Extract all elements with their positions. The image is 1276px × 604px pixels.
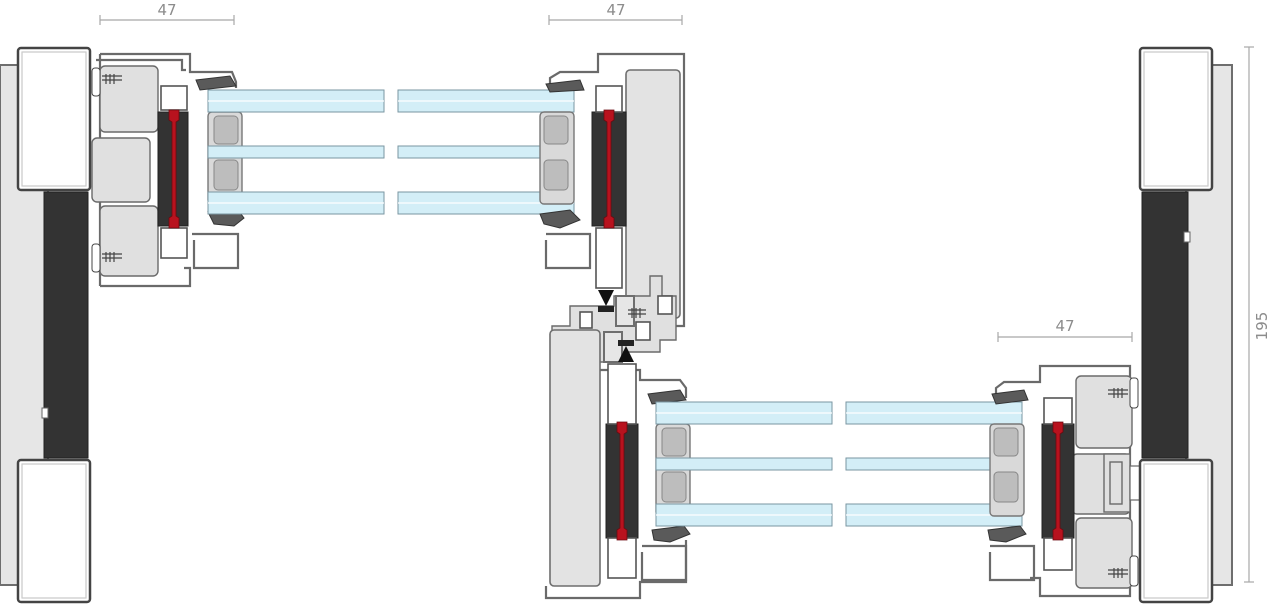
dimension-label: 47 (1055, 317, 1074, 335)
arrow-down-icon (598, 290, 614, 306)
screw-icon (1108, 377, 1139, 409)
dimension-total-height: 195 (1244, 46, 1271, 583)
dimension-label: 47 (157, 1, 176, 19)
middle-top-sash-profile (539, 52, 686, 328)
right-frame-profile (1138, 46, 1233, 604)
arrow-up-icon (618, 346, 634, 362)
dimension-left-top: 47 (99, 1, 235, 25)
lock-hardware (1103, 453, 1145, 513)
dimension-right: 47 (997, 317, 1133, 342)
dimension-middle-top: 47 (548, 1, 683, 25)
screw-icon (91, 67, 122, 97)
dimension-label: 47 (606, 1, 625, 19)
left-frame-profile (0, 46, 92, 604)
screw-icon (628, 308, 646, 318)
screw-icon (91, 243, 122, 273)
bottom-glass-unit (655, 401, 833, 527)
left-glass-unit-continued (397, 89, 575, 215)
bottom-glass-unit-continued (845, 401, 1023, 527)
screw-icon (1108, 555, 1139, 587)
right-sash-profile (987, 364, 1145, 598)
dimension-label: 195 (1253, 312, 1271, 341)
left-glass-unit (207, 89, 385, 215)
left-sash-profile (91, 52, 245, 288)
